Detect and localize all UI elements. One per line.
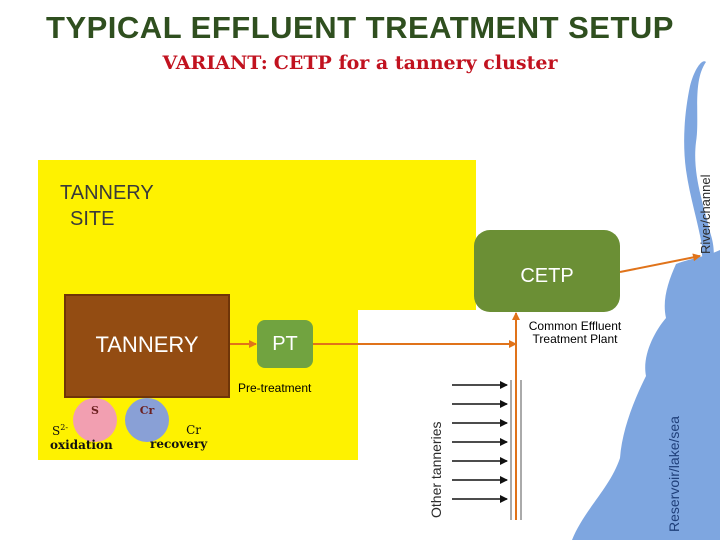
tannery-site-area-extension	[358, 160, 476, 310]
chrome-caption-line2: recovery	[150, 437, 208, 451]
chrome-circle: Cr	[125, 398, 169, 442]
river-label: River/channel	[698, 174, 713, 255]
page-subtitle: VARIANT:CETP for a tannery cluster	[0, 52, 720, 74]
cetp-caption-line2: Treatment Plant	[532, 332, 618, 346]
sulfide-oxidation-caption: S2- oxidation	[50, 421, 113, 452]
tannery-label: TANNERY	[95, 332, 199, 357]
tannery-site-label: TANNERY SITE	[60, 180, 154, 232]
chrome-circle-label: Cr	[139, 404, 155, 417]
chrome-recovery-caption: Cr recovery	[150, 423, 207, 451]
variant-description: CETP for a tannery cluster	[273, 52, 558, 74]
river-outflow	[704, 262, 720, 300]
cetp-box: CETP	[474, 230, 620, 312]
river-channel	[684, 61, 714, 273]
reservoir-shape	[572, 250, 720, 540]
pretreatment-caption: Pre-treatment	[238, 381, 312, 395]
tannery-box	[64, 294, 230, 398]
variant-label: VARIANT:	[162, 52, 268, 74]
sulfide-circle: S	[73, 398, 117, 442]
pt-label: PT	[272, 332, 298, 355]
cetp-label: CETP	[520, 264, 574, 287]
site-label-line1: TANNERY	[60, 182, 154, 204]
pretreatment-box: PT	[257, 320, 313, 368]
reservoir-label: Reservoir/lake/sea	[666, 416, 682, 532]
site-label-line2: SITE	[70, 208, 115, 230]
other-tanneries-label: Other tanneries	[428, 421, 444, 519]
page-title: TYPICAL EFFLUENT TREATMENT SETUP	[46, 10, 674, 45]
cetp-caption: Common Effluent Treatment Plant	[512, 320, 638, 346]
sulfide-caption-sup: 2-	[60, 423, 69, 432]
sulfide-caption-main: S	[52, 424, 61, 438]
sulfide-caption-line2: oxidation	[50, 438, 113, 452]
sulfide-circle-label: S	[91, 404, 99, 417]
cetp-caption-line1: Common Effluent	[528, 319, 622, 333]
chrome-caption-line1: Cr	[186, 423, 202, 437]
